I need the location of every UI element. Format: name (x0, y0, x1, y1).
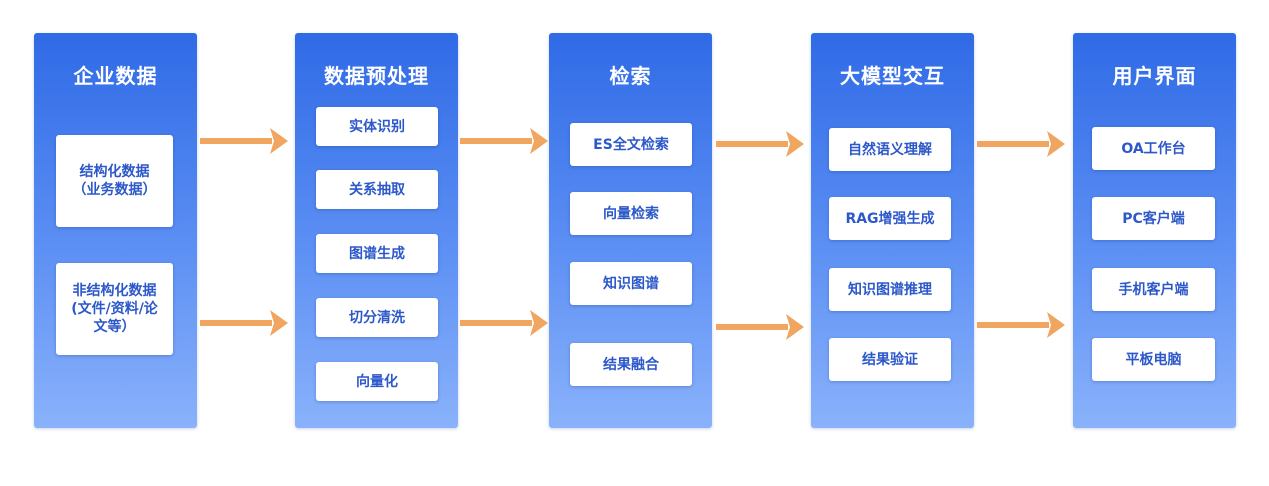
arrow-right-icon (977, 312, 1065, 338)
item-vectorization: 向量化 (316, 362, 438, 401)
column-retrieval: 检索 ES全文检索 向量检索 知识图谱 结果融合 (549, 33, 712, 428)
arrow-right-icon (716, 314, 804, 340)
column-title: 用户界面 (1112, 64, 1197, 88)
column-title: 数据预处理 (324, 64, 429, 88)
item-pc-client: PC客户端 (1092, 197, 1215, 240)
column-user-interface: 用户界面 OA工作台 PC客户端 手机客户端 平板电脑 (1073, 33, 1236, 428)
item-graph-generation: 图谱生成 (316, 234, 438, 273)
item-oa-workbench: OA工作台 (1092, 127, 1215, 170)
item-result-verification: 结果验证 (829, 338, 951, 381)
arrow-right-icon (460, 310, 548, 336)
arrow-right-icon (200, 310, 288, 336)
item-result-fusion: 结果融合 (570, 343, 692, 386)
item-entity-recognition: 实体识别 (316, 107, 438, 146)
column-title: 企业数据 (73, 64, 158, 88)
item-mobile-client: 手机客户端 (1092, 268, 1215, 311)
item-unstructured-data: 非结构化数据 (文件/资料/论 文等） (56, 263, 173, 355)
column-title: 大模型交互 (840, 64, 945, 88)
arrow-right-icon (716, 131, 804, 157)
item-nl-understanding: 自然语义理解 (829, 128, 951, 171)
column-llm-interaction: 大模型交互 自然语义理解 RAG增强生成 知识图谱推理 结果验证 (811, 33, 974, 428)
item-chunk-cleaning: 切分清洗 (316, 298, 438, 337)
item-rag-generation: RAG增强生成 (829, 197, 951, 240)
arrow-right-icon (460, 128, 548, 154)
column-preprocessing: 数据预处理 实体识别 关系抽取 图谱生成 切分清洗 向量化 (295, 33, 458, 428)
item-es-fulltext-search: ES全文检索 (570, 123, 692, 166)
item-graph-reasoning: 知识图谱推理 (829, 268, 951, 311)
arrow-right-icon (200, 128, 288, 154)
arrow-right-icon (977, 131, 1065, 157)
item-vector-search: 向量检索 (570, 192, 692, 235)
item-structured-data: 结构化数据 （业务数据） (56, 135, 173, 227)
column-title: 检索 (609, 64, 652, 88)
item-relation-extraction: 关系抽取 (316, 170, 438, 209)
item-tablet: 平板电脑 (1092, 338, 1215, 381)
column-enterprise-data: 企业数据 结构化数据 （业务数据） 非结构化数据 (文件/资料/论 文等） (34, 33, 197, 428)
item-knowledge-graph: 知识图谱 (570, 262, 692, 305)
